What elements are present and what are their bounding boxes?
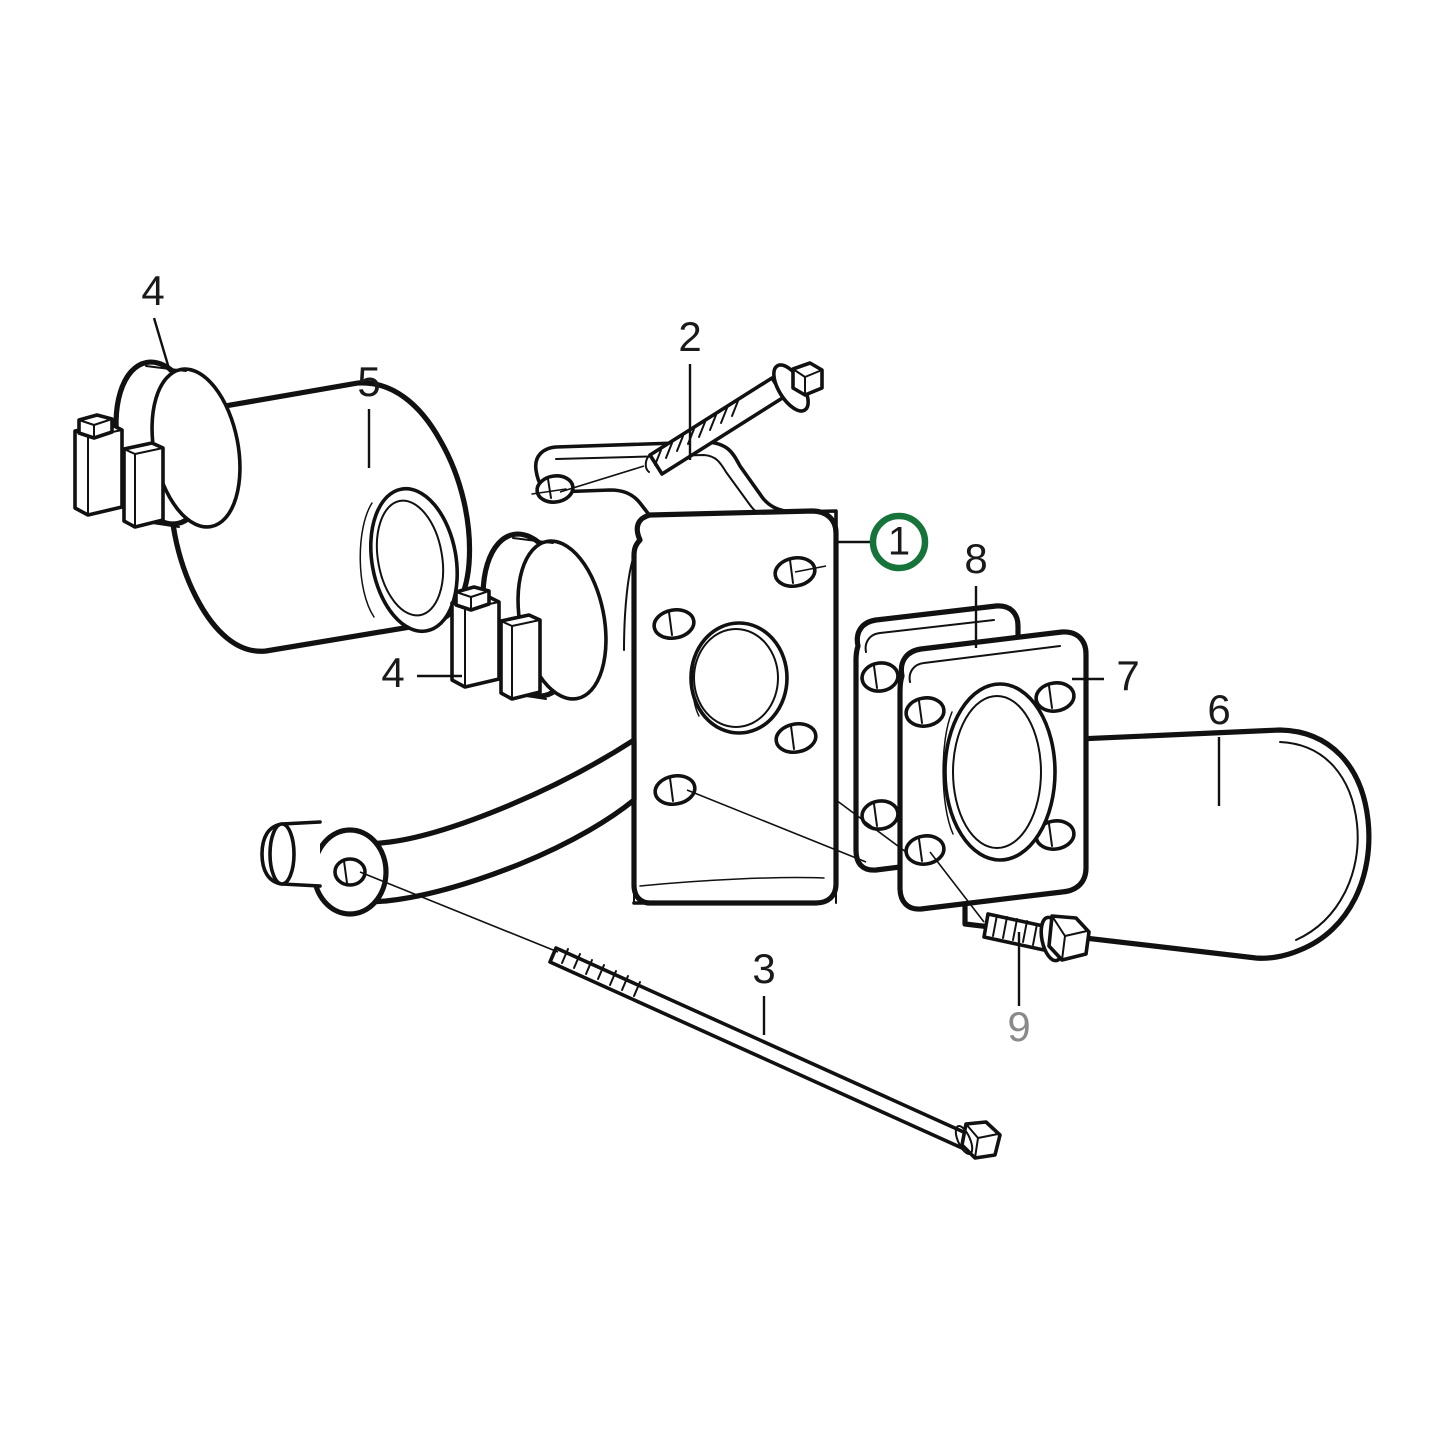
part-flange-bolt-long[interactable] [644, 360, 824, 476]
part-flange-bolt-short[interactable] [982, 912, 1091, 963]
part-through-bolt-extra-long[interactable] [548, 946, 1002, 1160]
bolt-thread-lines [992, 914, 1038, 946]
callout-label-7[interactable]: 7 [1116, 652, 1139, 699]
bracket-bolt-holes [652, 555, 818, 807]
assembly-alignment-lines [359, 465, 985, 953]
callout-leader-lines [152, 317, 1221, 1035]
part-hose-clamp-lower[interactable] [450, 526, 618, 706]
callout-label-9[interactable]: 9 [1007, 1003, 1030, 1050]
callout-label-8[interactable]: 8 [964, 535, 987, 582]
callout-label-6[interactable]: 6 [1207, 686, 1230, 733]
bolt-thread-lines [654, 400, 739, 466]
callout-label-1[interactable]: 1 [888, 520, 910, 564]
bolt-thread-lines [561, 948, 641, 997]
part-rubber-hose-sleeve[interactable] [167, 380, 473, 654]
part-pipe-flange[interactable] [897, 629, 1089, 912]
callout-highlight-ring-1[interactable] [869, 512, 929, 572]
callout-label-2[interactable]: 2 [678, 313, 701, 360]
callout-label-4-upper[interactable]: 4 [141, 267, 164, 314]
part-exhaust-mounting-bracket[interactable] [260, 440, 839, 917]
callout-label-5[interactable]: 5 [357, 358, 380, 405]
callout-label-4-lower[interactable]: 4 [381, 649, 404, 696]
part-hose-clamp-upper[interactable] [73, 354, 252, 534]
callout-label-3[interactable]: 3 [752, 945, 775, 992]
